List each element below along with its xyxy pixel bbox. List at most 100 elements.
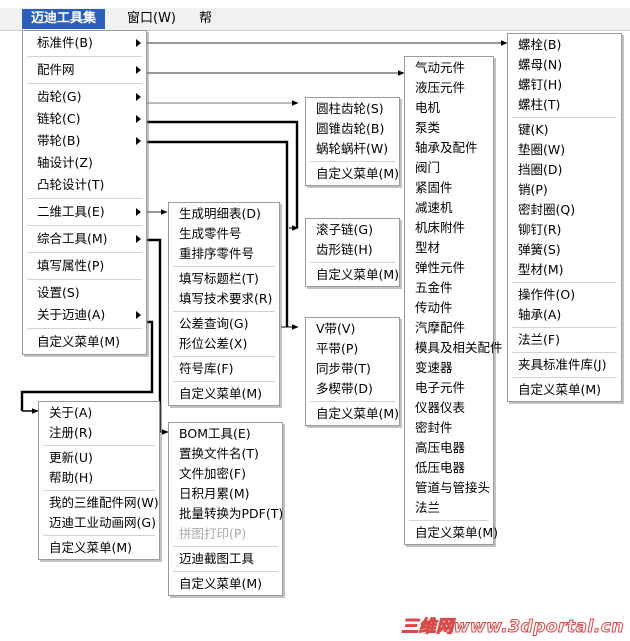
menu-item[interactable]: 滚子链(G): [306, 220, 399, 240]
menu-item[interactable]: 阀门: [405, 158, 493, 178]
menu-item[interactable]: 电子元件: [405, 378, 493, 398]
menu-item[interactable]: 高压电器: [405, 438, 493, 458]
menu-item[interactable]: 日积月累(M): [169, 484, 282, 504]
menu-item[interactable]: 带轮(B): [23, 130, 146, 152]
menu-item[interactable]: 电机: [405, 98, 493, 118]
menu-item[interactable]: 蜗轮蜗杆(W): [306, 139, 399, 159]
menu-item[interactable]: 减速机: [405, 198, 493, 218]
twod-tools-menu[interactable]: 生成明细表(D)生成零件号重排序零件号填写标题栏(T)填写技术要求(R) 公差查询…: [168, 202, 280, 406]
menu-item[interactable]: 自定义菜单(M): [169, 384, 279, 404]
menu-item[interactable]: 设置(S): [23, 282, 146, 304]
menu-item[interactable]: 拼图打印(P): [169, 524, 282, 544]
menu-item[interactable]: 紧固件: [405, 178, 493, 198]
menu-item[interactable]: 模具及相关配件: [405, 338, 503, 358]
menu-item[interactable]: 气动元件: [405, 58, 493, 78]
menu-item[interactable]: 标准件(B): [23, 32, 146, 54]
menubar-item-maidi[interactable]: 迈迪工具集: [22, 9, 106, 29]
menubar-item-help[interactable]: 帮: [199, 11, 213, 26]
menu-item[interactable]: 传动件: [405, 298, 493, 318]
comprehensive-tools-menu[interactable]: BOM工具(E)置换文件名(T)文件加密(F)日积月累(M)批量转换为PDF(T…: [168, 422, 283, 596]
menu-item[interactable]: 弹性元件: [405, 258, 493, 278]
menu-item[interactable]: 型材(M): [508, 260, 621, 280]
menu-item[interactable]: 螺母(N): [508, 55, 621, 75]
menu-item[interactable]: 符号库(F): [169, 359, 279, 379]
menu-item[interactable]: 型材: [405, 238, 493, 258]
menu-item[interactable]: 键(K): [508, 120, 621, 140]
menu-item[interactable]: 自定义菜单(M): [306, 404, 399, 424]
menu-item[interactable]: 自定义菜单(M): [169, 574, 282, 594]
menu-bar[interactable]: 迈迪工具集 窗口(W) 帮: [0, 8, 630, 31]
menu-item[interactable]: 圆锥齿轮(B): [306, 119, 399, 139]
about-menu[interactable]: 关于(A)注册(R) 更新(U)帮助(H) 我的三维配件网(W)迈迪工业动画网(G)…: [38, 401, 160, 560]
menu-item[interactable]: 销(P): [508, 180, 621, 200]
menu-item[interactable]: 多楔带(D): [306, 379, 399, 399]
standard-parts-menu[interactable]: 螺栓(B)螺母(N)螺钉(H)螺柱(T)键(K)垫圈(W)挡圈(D)销(P)密封…: [507, 33, 622, 402]
menu-item[interactable]: 轴承及配件: [405, 138, 493, 158]
parts-net-menu[interactable]: 气动元件液压元件电机泵类轴承及配件阀门紧固件减速机机床附件型材弹性元件五金件传动…: [404, 56, 503, 545]
menu-item[interactable]: 铆钉(R): [508, 220, 621, 240]
menu-item[interactable]: 生成零件号: [169, 224, 279, 244]
menu-item[interactable]: 自定义菜单(M): [306, 164, 399, 184]
menu-item[interactable]: 圆柱齿轮(S): [306, 99, 399, 119]
menu-item[interactable]: 关于(A): [39, 403, 159, 423]
menu-item[interactable]: 迈迪截图工具: [169, 549, 282, 569]
menu-item[interactable]: 齿轮(G): [23, 86, 146, 108]
menu-item[interactable]: 密封圈(Q): [508, 200, 621, 220]
menu-item[interactable]: 汽摩配件: [405, 318, 493, 338]
menu-item[interactable]: 挡圈(D): [508, 160, 621, 180]
menu-item[interactable]: 夹具标准件库(J): [508, 355, 621, 375]
menu-item[interactable]: BOM工具(E): [169, 424, 282, 444]
menu-item[interactable]: 我的三维配件网(W): [39, 493, 159, 513]
main-menu[interactable]: 标准件(B) 配件网齿轮(G)链轮(C)带轮(B)轴设计(Z)凸轮设计(T) 二维工…: [22, 30, 147, 355]
menu-item[interactable]: 螺栓(B): [508, 35, 621, 55]
menubar-item-window[interactable]: 窗口(W): [127, 11, 176, 26]
menu-item[interactable]: 链轮(C): [23, 108, 146, 130]
menu-item[interactable]: 自定义菜单(M): [405, 523, 498, 543]
menu-item[interactable]: 填写属性(P): [23, 255, 146, 277]
menu-item[interactable]: 更新(U): [39, 448, 159, 468]
menu-item[interactable]: 法兰(F): [508, 330, 621, 350]
menu-item[interactable]: 自定义菜单(M): [23, 331, 146, 353]
menu-item[interactable]: 配件网: [23, 59, 146, 81]
menu-item[interactable]: 机床附件: [405, 218, 493, 238]
menu-item[interactable]: 法兰: [405, 498, 493, 518]
menu-item[interactable]: 五金件: [405, 278, 493, 298]
gear-menu[interactable]: 圆柱齿轮(S)圆锥齿轮(B)蜗轮蜗杆(W) 自定义菜单(M): [305, 97, 400, 186]
menu-item[interactable]: 批量转换为PDF(T): [169, 504, 283, 524]
menu-item[interactable]: 轴设计(Z): [23, 152, 146, 174]
menu-item[interactable]: 文件加密(F): [169, 464, 282, 484]
menu-item[interactable]: 螺柱(T): [508, 95, 621, 115]
menu-item[interactable]: 仪器仪表: [405, 398, 493, 418]
menu-item[interactable]: 泵类: [405, 118, 493, 138]
menu-item[interactable]: 管道与管接头: [405, 478, 493, 498]
menu-item[interactable]: 平带(P): [306, 339, 399, 359]
menu-item[interactable]: 注册(R): [39, 423, 159, 443]
menu-item[interactable]: 密封件: [405, 418, 493, 438]
menu-item[interactable]: 帮助(H): [39, 468, 159, 488]
menu-item[interactable]: 自定义菜单(M): [508, 380, 621, 400]
menu-item[interactable]: 低压电器: [405, 458, 493, 478]
menu-item[interactable]: 液压元件: [405, 78, 493, 98]
menu-item[interactable]: 公差查询(G): [169, 314, 279, 334]
menu-item[interactable]: 垫圈(W): [508, 140, 621, 160]
menu-item[interactable]: 自定义菜单(M): [39, 538, 159, 558]
chain-menu[interactable]: 滚子链(G)齿形链(H)自定义菜单(M): [305, 218, 400, 287]
menu-item[interactable]: 迈迪工业动画网(G): [39, 513, 159, 533]
menu-item[interactable]: 凸轮设计(T): [23, 174, 146, 196]
menu-item[interactable]: 填写技术要求(R): [169, 289, 279, 309]
menu-item[interactable]: 综合工具(M): [23, 228, 146, 250]
menu-item[interactable]: 填写标题栏(T): [169, 269, 279, 289]
menu-item[interactable]: 重排序零件号: [169, 244, 279, 264]
menu-item[interactable]: 关于迈迪(A): [23, 304, 146, 326]
menu-item[interactable]: V带(V): [306, 319, 399, 339]
menu-item[interactable]: 轴承(A): [508, 305, 621, 325]
menu-item[interactable]: 自定义菜单(M): [306, 265, 399, 285]
menu-item[interactable]: 变速器: [405, 358, 493, 378]
menu-item[interactable]: 同步带(T): [306, 359, 399, 379]
belt-menu[interactable]: V带(V)平带(P)同步带(T)多楔带(D) 自定义菜单(M): [305, 317, 400, 426]
menu-item[interactable]: 置换文件名(T): [169, 444, 282, 464]
menu-item[interactable]: 二维工具(E): [23, 201, 146, 223]
menu-item[interactable]: 弹簧(S): [508, 240, 621, 260]
menu-item[interactable]: 形位公差(X): [169, 334, 279, 354]
menu-item[interactable]: 生成明细表(D): [169, 204, 279, 224]
